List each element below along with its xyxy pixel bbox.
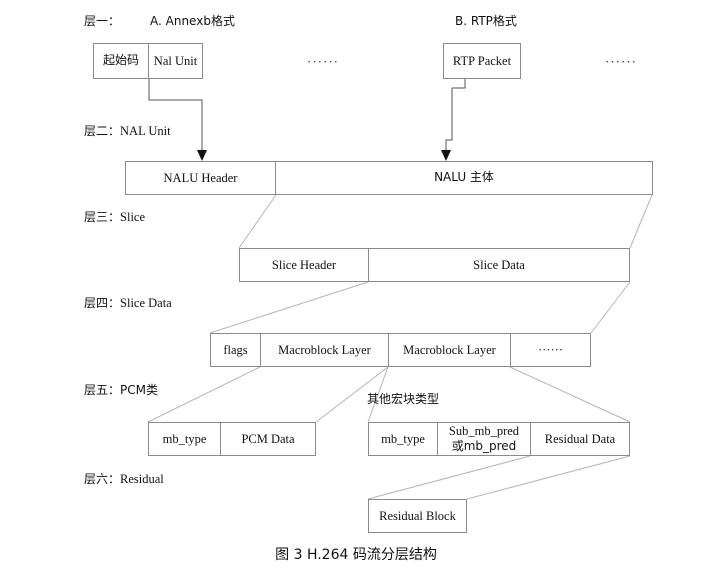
note-other-macroblock-types: 其他宏块类型 <box>367 392 440 406</box>
box-macroblock-ellipsis: ······ <box>510 333 591 367</box>
layer-label-5-detail: PCM类 <box>120 383 158 397</box>
layer-label-2: 层二：NAL Unit <box>84 122 171 139</box>
box-start-code[interactable]: 起始码 <box>93 43 149 79</box>
layer-label-3: 层三：Slice <box>84 208 145 225</box>
connector-residualdata-to-residualblock <box>367 455 631 500</box>
layer-label-6: 层六：Residual <box>84 470 164 487</box>
ellipsis-rtp: ······ <box>605 54 637 69</box>
connector-rtppacket-to-nalu <box>441 78 466 161</box>
box-other-mb-type[interactable]: mb_type <box>368 422 438 456</box>
box-macroblock-layer-1[interactable]: Macroblock Layer <box>260 333 389 367</box>
layer-label-1: 层一： <box>84 12 120 29</box>
box-pcm-data[interactable]: PCM Data <box>220 422 316 456</box>
layer-label-3-name: 层三： <box>84 210 121 224</box>
box-sub-mb-pred-line2: 或mb_pred <box>451 439 517 454</box>
layer-label-3-detail: Slice <box>120 210 146 224</box>
heading-annexb: A. Annexb格式 <box>150 14 235 28</box>
box-nal-unit[interactable]: Nal Unit <box>148 43 203 79</box>
layer-label-6-name: 层六： <box>84 472 121 486</box>
box-residual-data[interactable]: Residual Data <box>530 422 630 456</box>
connector-macroblock1-to-pcm <box>147 366 389 423</box>
connector-nalubody-to-slice <box>238 194 653 249</box>
box-slice-data[interactable]: Slice Data <box>368 248 630 282</box>
layer-label-4: 层四：Slice Data <box>84 294 172 311</box>
box-rtp-packet[interactable]: RTP Packet <box>443 43 521 79</box>
layer-label-5: 层五：PCM类 <box>84 381 158 398</box>
box-sub-mb-pred-line1: Sub_mb_pred <box>448 423 520 438</box>
layer-label-2-name: 层二： <box>84 124 121 138</box>
layer-label-1-name: 层一： <box>84 14 121 28</box>
box-macroblock-layer-2[interactable]: Macroblock Layer <box>388 333 511 367</box>
heading-rtp: B. RTP格式 <box>455 14 517 28</box>
layer-label-5-name: 层五： <box>84 383 121 397</box>
box-flags[interactable]: flags <box>210 333 261 367</box>
layer-label-4-detail: Slice Data <box>120 296 172 310</box>
figure-caption: 图 3 H.264 码流分层结构 <box>275 547 437 563</box>
layer-label-6-detail: Residual <box>120 472 164 486</box>
layer-label-2-detail: NAL Unit <box>120 124 171 138</box>
ellipsis-annexb: ······ <box>307 54 339 69</box>
box-nalu-header[interactable]: NALU Header <box>125 161 276 195</box>
box-pcm-mb-type[interactable]: mb_type <box>148 422 221 456</box>
connector-nalunit-to-nalu <box>148 78 207 161</box>
box-residual-block[interactable]: Residual Block <box>368 499 467 533</box>
connector-slicedata-to-macroblocks <box>209 281 631 334</box>
box-nalu-body[interactable]: NALU 主体 <box>275 161 653 195</box>
layer-label-4-name: 层四： <box>84 296 121 310</box>
box-sub-mb-pred[interactable]: Sub_mb_pred 或mb_pred <box>437 422 531 456</box>
box-slice-header[interactable]: Slice Header <box>239 248 369 282</box>
